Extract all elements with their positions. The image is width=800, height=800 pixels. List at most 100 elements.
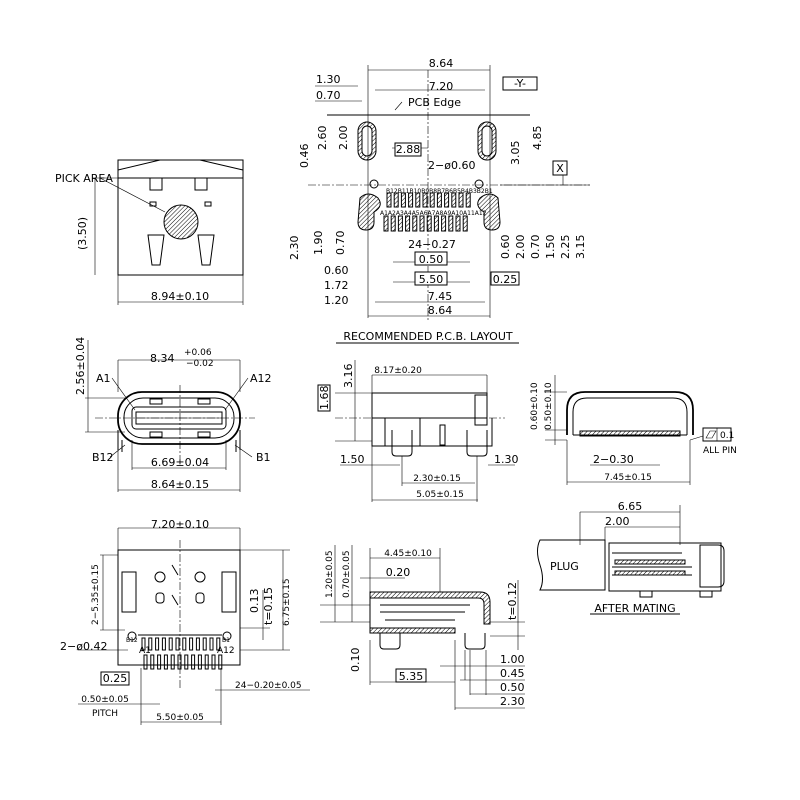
dimension-label-section-view-d-2-30: 2.30 <box>500 695 525 708</box>
pcb-pad <box>436 192 442 208</box>
contact-pin-b <box>209 637 214 651</box>
dimension-label-mating-view-d-2-00: 2.00 <box>605 515 630 528</box>
pad-row-b <box>386 192 471 208</box>
dimension-label-side-view-d-5-05: 5.05±0.15 <box>416 490 464 500</box>
dimension-label-pcb-layout-slot-2-60: 2.60 <box>316 126 329 151</box>
dimension-label-pcb-layout-title: RECOMMENDED P.C.B. LAYOUT <box>343 330 512 343</box>
pad-row-a <box>383 215 468 232</box>
contact-pin-a <box>218 654 223 670</box>
dimension-label-bottom-view-d-0-25: 0.25 <box>103 672 128 685</box>
dimension-label-pcb-layout-d-0-70-top: 0.70 <box>316 89 341 102</box>
pcb-pad <box>386 192 392 208</box>
dimension-label-pick-area-view-height: (3.50) <box>76 217 89 250</box>
pcb-pad <box>458 192 464 208</box>
dimension-label-section-view-d-1-00: 1.00 <box>500 653 525 666</box>
dimension-label-pcb-layout-pads: 24−0.27 <box>408 238 456 251</box>
pick-area-circle <box>163 204 199 240</box>
contact-pin-b <box>195 637 200 651</box>
dimension-label-bottom-view-span: 5.50±0.05 <box>156 713 204 723</box>
dimension-label-section-view-d-1-20: 1.20±0.05 <box>325 550 335 598</box>
dimension-label-mating-view-d-6-65: 6.65 <box>618 500 643 513</box>
contact-pin-a <box>184 654 189 670</box>
contact-pin-b <box>161 637 166 651</box>
dimension-label-bottom-view-pins: 24−0.20±0.05 <box>235 681 302 691</box>
title-underlines <box>336 342 680 615</box>
dimension-label-section-view-d-4-45: 4.45±0.10 <box>384 549 432 559</box>
dimension-label-front-view-b12: B12 <box>92 451 114 464</box>
pcb-pad <box>441 215 447 232</box>
dimension-label-pcb-layout-r-2-00: 2.00 <box>514 235 527 260</box>
dimension-label-pcb-layout-r-3-15: 3.15 <box>574 235 587 260</box>
pcb-pad <box>419 215 425 232</box>
contact-pin-b <box>216 637 221 651</box>
pick-area-view <box>92 159 244 305</box>
dimension-label-pcb-layout-b-row: B12B11B10B9B8B7B6B5B4B3B2B1 <box>386 188 493 195</box>
dimension-label-bottom-view-d-0-13: 0.13 <box>248 589 261 614</box>
dimension-label-section-view-d-0-70: 0.70±0.05 <box>342 550 352 598</box>
pcb-pad <box>415 192 421 208</box>
dimension-label-pcb-layout-l-0-70: 0.70 <box>334 231 347 256</box>
dimension-label-front-view-tol-minus: −0.02 <box>186 359 214 369</box>
dimension-label-pcb-layout-bottom-width: 8.64 <box>428 304 453 317</box>
dimension-labels: PICK AREA(3.50)8.94±0.108.641.307.200.70… <box>55 57 737 723</box>
dimension-label-side-view-h-1-68: 1.68 <box>318 386 331 411</box>
dimension-label-bottom-view-thick: t=0.15 <box>262 587 275 625</box>
pcb-pad <box>397 215 403 232</box>
dimension-label-end-view-d-0-60: 0.60±0.10 <box>530 382 540 430</box>
dimension-label-mating-view-plug: PLUG <box>550 560 579 573</box>
after-mating-view <box>537 505 725 598</box>
dimension-label-bottom-view-b1: B1 <box>222 637 230 644</box>
contact-pin-b <box>189 637 194 651</box>
dimension-label-pcb-layout-datum-y: -Y- <box>514 77 526 90</box>
dimension-label-pcb-layout-d-3-05: 3.05 <box>509 141 522 166</box>
dimension-label-pcb-layout-l-1-20: 1.20 <box>324 294 349 307</box>
dimension-label-pcb-layout-l-2-30: 2.30 <box>288 236 301 261</box>
dimension-label-section-view-d-0-20: 0.20 <box>386 566 411 579</box>
dimension-label-bottom-view-b12: B12 <box>126 637 138 644</box>
dimension-label-front-view-a1: A1 <box>96 372 111 385</box>
pcb-pad <box>400 192 406 208</box>
dimension-label-side-view-length: 8.17±0.20 <box>374 366 422 376</box>
pcb-pad <box>426 215 432 232</box>
dimension-label-section-view-d-5-35: 5.35 <box>399 670 424 683</box>
contact-pin-b <box>168 637 173 651</box>
bottom-pin-rows <box>141 637 223 670</box>
contact-pin-a <box>157 654 162 670</box>
dimension-label-pick-area-view-pick-area: PICK AREA <box>55 172 113 185</box>
dimension-label-pcb-layout-r-2-25: 2.25 <box>559 235 572 260</box>
dimension-label-pcb-layout-pcb-edge: PCB Edge <box>408 96 461 109</box>
front-view <box>85 340 255 492</box>
dimension-label-front-view-inner: 6.69±0.04 <box>151 456 209 469</box>
dimension-label-pcb-layout-d-7-45: 7.45 <box>428 290 453 303</box>
pcb-pad <box>448 215 454 232</box>
dimension-label-pcb-layout-d-7-20: 7.20 <box>429 80 454 93</box>
dimension-label-front-view-a12: A12 <box>250 372 272 385</box>
dimension-label-front-view-tol-plus: +0.06 <box>184 348 212 358</box>
dimension-label-pcb-layout-a-row: A1A2A3A4A5A6A7A8A9A10A11A12 <box>380 210 487 217</box>
contact-pin-a <box>191 654 196 670</box>
pcb-pad <box>444 192 450 208</box>
contact-pin-b <box>141 637 146 651</box>
pcb-pad <box>451 192 457 208</box>
dimension-label-front-view-outer: 8.64±0.15 <box>151 478 209 491</box>
dimension-label-side-view-h-3-16: 3.16 <box>342 364 355 389</box>
dimension-label-end-view-pins: 2−0.30 <box>593 453 634 466</box>
dimension-label-pcb-layout-d-2-88: 2.88 <box>396 143 421 156</box>
contact-pin-a <box>204 654 209 670</box>
pcb-pad <box>393 192 399 208</box>
contact-pin-b <box>155 637 160 651</box>
dimension-label-side-view-d-1-50: 1.50 <box>340 453 365 466</box>
dimension-label-end-view-width: 7.45±0.15 <box>604 473 652 483</box>
dimension-label-section-view-d-0-50: 0.50 <box>500 681 525 694</box>
pcb-pad <box>383 215 389 232</box>
contact-pin-a <box>163 654 168 670</box>
contact-pin-a <box>143 654 148 670</box>
dimension-label-pcb-layout-span: 5.50 <box>419 273 444 286</box>
pcb-pad <box>429 192 435 208</box>
dimension-label-pcb-layout-r-0-60: 0.60 <box>499 235 512 260</box>
dimension-label-pcb-layout-d-4-85: 4.85 <box>531 126 544 151</box>
dimension-label-pcb-layout-l-1-90: 1.90 <box>312 231 325 256</box>
dimension-label-bottom-view-pitch: PITCH <box>92 709 118 719</box>
contact-pin-a <box>177 654 182 670</box>
